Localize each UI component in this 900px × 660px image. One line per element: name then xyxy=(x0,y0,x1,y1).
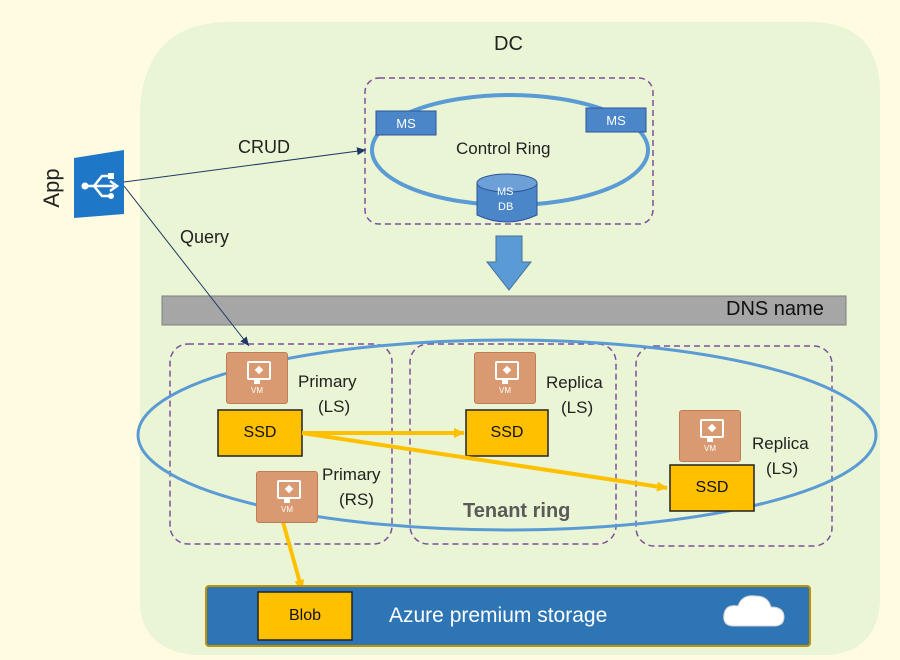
ms-db-cylinder xyxy=(476,173,538,223)
query-arrow xyxy=(123,185,250,347)
crud-arrow xyxy=(123,147,367,183)
blob-box xyxy=(257,591,353,641)
crud-label: CRUD xyxy=(238,137,290,157)
group-replica-2 xyxy=(635,345,833,547)
storage-bar xyxy=(205,585,811,647)
app-icon xyxy=(74,150,124,218)
replica-2-line2: (LS) xyxy=(766,459,799,478)
backup-arrow xyxy=(281,521,305,591)
vm-primary-rs: VM xyxy=(256,471,318,523)
ssd-replica-2-label: SSD xyxy=(695,479,729,496)
ms-db-line1: MS xyxy=(497,186,514,198)
ms-left-label: MS xyxy=(396,115,416,131)
monitor-icon xyxy=(495,361,519,380)
primary-ls-line2: (LS) xyxy=(318,397,351,416)
ms-db-line2: DB xyxy=(498,201,514,213)
monitor-icon xyxy=(700,419,724,438)
vm-replica-1: VM xyxy=(474,352,536,404)
replica-1-line2: (LS) xyxy=(561,398,594,417)
tenant-ring xyxy=(136,338,878,532)
query-label: Query xyxy=(180,227,230,247)
tenant-ring-label: Tenant ring xyxy=(463,500,571,522)
vm-replica-2: VM xyxy=(679,410,741,462)
replica-2-line1: Replica xyxy=(752,434,809,453)
ssd-replica-2 xyxy=(669,464,755,512)
replication-arrow-2 xyxy=(301,431,668,492)
vm-primary-ls: VM xyxy=(226,352,288,404)
control-ring-label: Control Ring xyxy=(456,139,551,158)
app-label: App xyxy=(39,168,64,208)
down-arrow xyxy=(485,235,533,291)
cloud-icon xyxy=(723,595,785,627)
ms-box-right xyxy=(585,107,647,133)
monitor-icon xyxy=(277,480,301,499)
blob-label: Blob xyxy=(288,607,322,624)
ms-box-left xyxy=(375,110,437,136)
storage-label: Azure premium storage xyxy=(389,604,608,627)
dc-label: DC xyxy=(494,33,523,55)
ssd-replica-1 xyxy=(465,409,549,457)
dns-label: DNS name xyxy=(726,298,824,320)
dc-container xyxy=(140,22,880,655)
monitor-icon xyxy=(247,361,271,380)
ms-right-label: MS xyxy=(606,112,626,128)
primary-rs-line2: (RS) xyxy=(339,490,374,509)
group-primary xyxy=(169,343,393,545)
primary-ls-line1: Primary xyxy=(298,372,357,391)
ssd-replica-1-label: SSD xyxy=(490,424,524,441)
replica-1-line1: Replica xyxy=(546,373,603,392)
group-replica-1 xyxy=(409,343,617,545)
primary-rs-line1: Primary xyxy=(322,465,381,484)
dns-bar xyxy=(161,295,847,326)
ssd-primary-label: SSD xyxy=(243,424,277,441)
